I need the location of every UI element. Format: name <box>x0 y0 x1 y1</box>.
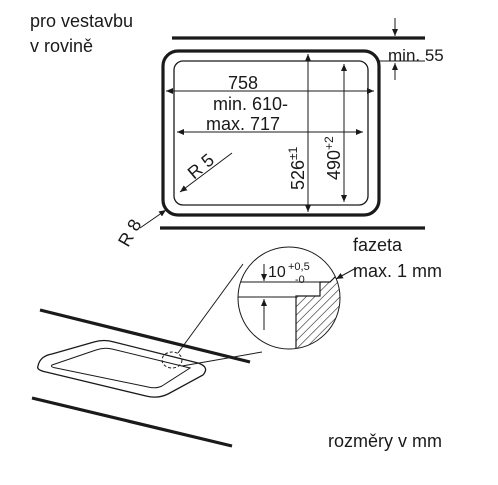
depth-526-label: 526±1 <box>286 146 308 190</box>
depth-490-tolerance: +2 <box>322 136 336 150</box>
radius-8-leader <box>139 209 167 229</box>
perspective-cutout-inner <box>51 347 192 389</box>
depth-490-value: 490 <box>324 150 344 180</box>
depth-tolerance-minus: -0 <box>295 274 305 286</box>
detail-leader-1 <box>177 263 244 354</box>
fazeta-max-label: max. 1 mm <box>353 261 442 281</box>
fazeta-label: fazeta <box>353 235 403 255</box>
radius-8-label: R 8 <box>114 216 145 250</box>
radius-5-leader <box>179 152 233 193</box>
units-note: rozměry v mm <box>328 431 442 451</box>
fazeta-leader <box>335 267 357 280</box>
depth-10-value: 10 <box>268 264 286 281</box>
width-min610-label: min. 610- <box>213 94 288 114</box>
detail-magnifier: 10 +0,5 -0 <box>237 246 357 350</box>
depth-10-label: 10 <box>268 264 286 281</box>
perspective-view <box>31 263 263 448</box>
worktop-front-edge <box>31 396 233 448</box>
depth-526-tolerance: ±1 <box>286 146 300 160</box>
min55-label: min. 55 <box>388 46 444 65</box>
perspective-cutout-outer <box>37 339 207 398</box>
depth-490-label: 490+2 <box>322 136 344 180</box>
detail-leader-2 <box>181 351 263 367</box>
outer-cutout <box>161 49 381 217</box>
depth-526-value: 526 <box>288 160 308 190</box>
radius-5-label: R 5 <box>184 150 218 183</box>
depth-tolerance-plus: +0,5 <box>288 261 310 273</box>
worktop-back-edge <box>39 308 251 364</box>
detail-marker <box>161 351 183 369</box>
inner-cutout <box>173 60 369 206</box>
installation-note-line1: pro vestavbu <box>30 11 133 31</box>
width-758-label: 758 <box>228 73 258 93</box>
installation-note-line2: v rovině <box>30 36 93 56</box>
svg-text:490+2: 490+2 <box>322 136 344 180</box>
width-max717-label: max. 717 <box>206 114 280 134</box>
top-view: min. 55 758 min. 610- max. 717 R 5 R 8 5… <box>114 18 444 250</box>
svg-text:526±1: 526±1 <box>286 146 308 190</box>
